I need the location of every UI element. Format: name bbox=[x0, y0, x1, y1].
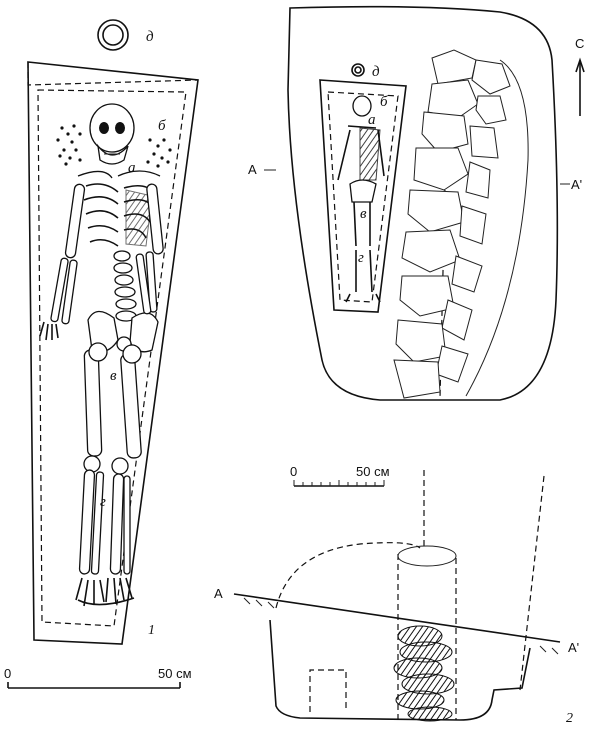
scale-1-end: 50 см bbox=[158, 666, 192, 681]
plan-label-g: г bbox=[358, 250, 364, 266]
pit-outline bbox=[287, 5, 559, 401]
label-b: б bbox=[158, 118, 166, 134]
plan-label-d: д bbox=[372, 64, 380, 80]
ribcage bbox=[83, 183, 155, 247]
north-arrow-icon bbox=[575, 57, 585, 116]
stone-column bbox=[393, 49, 511, 399]
left-arm bbox=[39, 183, 86, 341]
scale-2-start: 0 bbox=[290, 464, 297, 479]
spine bbox=[113, 250, 137, 322]
label-g: г bbox=[100, 494, 106, 510]
scale-bar-1: 0 50 см bbox=[4, 666, 192, 689]
scale-1-start: 0 bbox=[4, 666, 11, 681]
right-arm bbox=[135, 183, 164, 315]
pit-section-outline bbox=[269, 619, 531, 721]
feet bbox=[75, 577, 135, 607]
section-end: A' bbox=[568, 640, 579, 655]
label-a: а bbox=[128, 160, 136, 176]
section-stones bbox=[393, 625, 455, 722]
ring-artifact bbox=[97, 19, 129, 51]
coffin-outline bbox=[27, 61, 199, 645]
north-label: С bbox=[575, 36, 584, 51]
figure-1-burial: д б а bbox=[27, 19, 199, 645]
figure-2-section: A A' 2 bbox=[214, 470, 579, 726]
ground-line bbox=[233, 593, 561, 643]
plan-section-start: A bbox=[248, 162, 257, 177]
section-start: A bbox=[214, 586, 223, 601]
plan-section-end: A' bbox=[571, 177, 582, 192]
label-d: д bbox=[146, 29, 154, 45]
plan-label-v: в bbox=[360, 206, 367, 222]
label-v: в bbox=[110, 368, 117, 384]
scale-bar-2: 0 50 см bbox=[290, 464, 390, 487]
plan-grave: д б а в г bbox=[319, 63, 407, 313]
femurs bbox=[83, 342, 142, 459]
plan-label-b: б bbox=[380, 94, 388, 110]
plan-view: д б а в г A A' С bbox=[248, 5, 585, 401]
plan-label-a: а bbox=[368, 112, 376, 128]
skull bbox=[89, 103, 135, 165]
scale-2-end: 50 см bbox=[356, 464, 390, 479]
beads-cluster-left bbox=[56, 124, 82, 166]
tibias bbox=[78, 469, 131, 575]
fig-number-1: 1 bbox=[148, 623, 155, 638]
fig-number-2: 2 bbox=[566, 711, 573, 726]
beads-cluster-right bbox=[146, 138, 172, 168]
